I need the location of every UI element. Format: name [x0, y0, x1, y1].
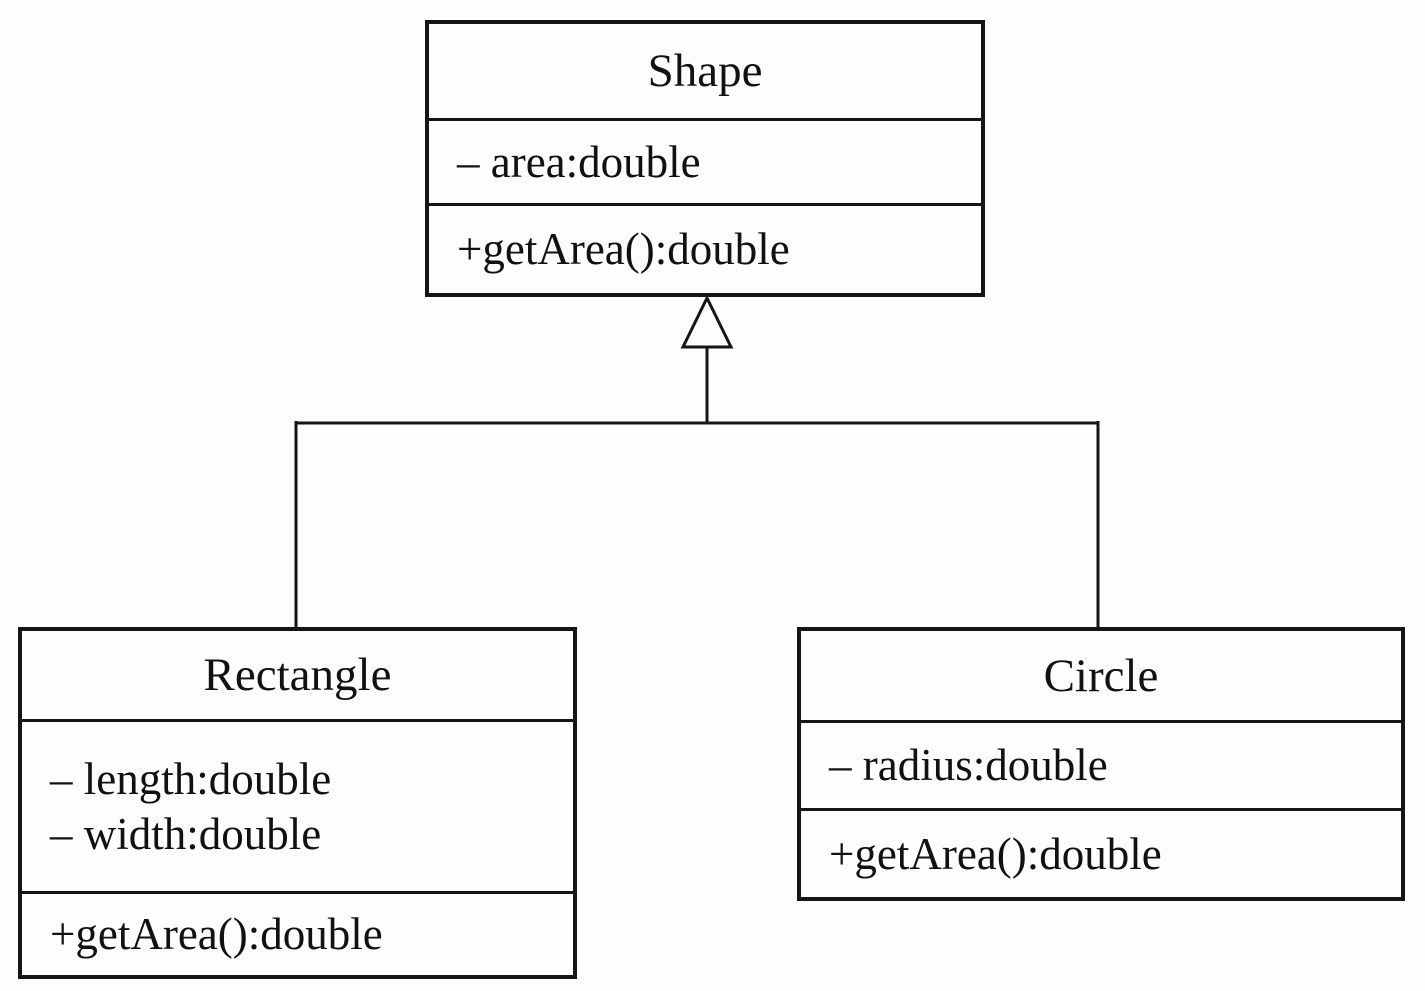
class-box-circle: Circle – radius:double +getArea():double [797, 627, 1405, 901]
inheritance-triangle-icon [680, 294, 734, 349]
class-name-circle: Circle [1043, 649, 1159, 702]
method-getarea-shape: +getArea():double [457, 224, 790, 275]
class-name-rectangle: Rectangle [203, 649, 392, 701]
attributes-compartment-shape: – area:double [429, 118, 981, 203]
attribute-length: – length:double [50, 753, 332, 804]
methods-compartment-shape: +getArea():double [429, 203, 981, 293]
method-getarea-circle: +getArea():double [829, 828, 1162, 879]
attribute-radius: – radius:double [829, 740, 1108, 791]
methods-compartment-rectangle: +getArea():double [22, 891, 573, 975]
attribute-area: – area:double [457, 136, 701, 187]
attribute-width: – width:double [50, 808, 322, 859]
method-getarea-rectangle: +getArea():double [50, 909, 383, 960]
methods-compartment-circle: +getArea():double [801, 808, 1401, 897]
class-box-shape: Shape – area:double +getArea():double [425, 20, 985, 297]
attributes-compartment-circle: – radius:double [801, 720, 1401, 808]
class-box-rectangle: Rectangle – length:double – width:double… [18, 627, 577, 979]
attributes-compartment-rectangle: – length:double – width:double [22, 719, 573, 891]
class-name-shape: Shape [647, 45, 763, 97]
